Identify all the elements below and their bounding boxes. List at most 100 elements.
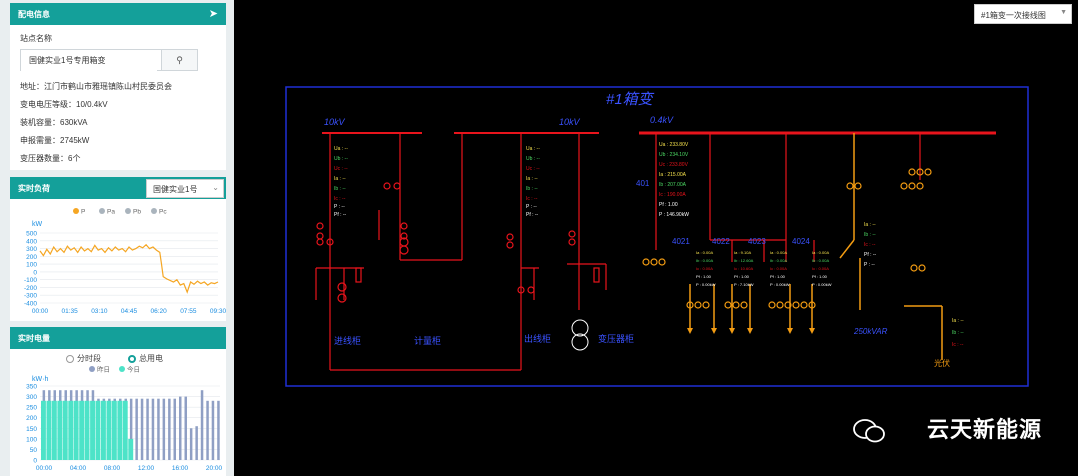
svg-text:Ic : --: Ic : -- <box>334 196 346 202</box>
bar-昨日 <box>129 398 133 460</box>
svg-text:Ia : 0.00A: Ia : 0.00A <box>770 250 787 255</box>
svg-text:Ic : 10.60A: Ic : 10.60A <box>734 266 753 271</box>
pv-label: 光伏 <box>934 358 950 368</box>
svg-text:Ib : 207.00A: Ib : 207.00A <box>659 182 687 188</box>
search-button[interactable]: ⚲ <box>161 50 197 70</box>
chevron-down-icon: ▼ <box>1060 9 1067 16</box>
feeder-meter-1: Ia : 0.00A Ib : 0.00A Ic : 0.00A Pf : 1.… <box>696 250 716 287</box>
bar-昨日 <box>195 426 198 460</box>
legend-label: Pa <box>107 209 115 216</box>
x-tick-label: 01:35 <box>62 308 79 315</box>
bar-今日 <box>117 400 123 460</box>
y-tick-label: -400 <box>24 301 37 308</box>
station-name-label: 站点名称 <box>20 34 52 43</box>
lv-orange-wiring <box>689 133 943 360</box>
legend-label: P <box>81 209 85 216</box>
diagram-title: #1箱变 <box>606 91 655 108</box>
bar-今日 <box>68 400 74 460</box>
realtime-energy-header: 实时电量 <box>10 327 226 349</box>
feeder-meter-2: Ia : 9.10A Ib : 12.60A Ic : 10.60A Pf : … <box>734 250 754 287</box>
svg-text:Uc : --: Uc : -- <box>334 166 348 172</box>
breaker-label-401: 401 <box>636 179 650 188</box>
svg-text:P : --: P : -- <box>864 262 875 268</box>
legend-label: 今日 <box>127 365 140 374</box>
y-tick-label: -200 <box>24 285 37 292</box>
svg-text:Pf : 1.00: Pf : 1.00 <box>696 274 712 279</box>
bar-昨日 <box>135 398 138 460</box>
radio-selected-icon <box>128 354 136 363</box>
x-tick-label: 08:00 <box>104 465 121 472</box>
mode-radio-total[interactable]: 总用电 <box>128 353 163 364</box>
bar-昨日 <box>206 400 209 460</box>
y-tick-label: -100 <box>24 277 37 284</box>
svg-text:Ua : --: Ua : -- <box>526 146 540 152</box>
svg-text:Ua : --: Ua : -- <box>334 146 348 152</box>
svg-text:Ia : --: Ia : -- <box>526 176 538 182</box>
bus-label-04kv: 0.4kV <box>650 115 674 125</box>
legend-marker <box>99 208 105 214</box>
svg-text:Ic : --: Ic : -- <box>952 342 964 348</box>
y-tick-label: 300 <box>26 394 37 401</box>
svg-text:Ib : 0.00A: Ib : 0.00A <box>696 258 713 263</box>
svg-text:P : 0.00kW: P : 0.00kW <box>770 282 790 287</box>
realtime-load-title: 实时负荷 <box>18 184 50 193</box>
feeder-meter-4: Ia : 0.00A Ib : 0.00A Ic : 0.00A Pf : 1.… <box>812 250 832 287</box>
bar-今日 <box>62 400 68 460</box>
cabinet-label-transformer: 变压器柜 <box>598 333 634 344</box>
legend-label: Pb <box>133 209 141 216</box>
x-tick-label: 00:00 <box>32 308 49 315</box>
capacitor-meter: Ia : -- Ib : -- Ic : -- Pf : -- P : -- <box>864 222 877 268</box>
search-icon: ⚲ <box>176 55 183 65</box>
y-tick-label: 150 <box>26 426 37 433</box>
svg-text:Ib : 12.60A: Ib : 12.60A <box>734 258 754 263</box>
breaker-label-4022: 4022 <box>712 237 730 246</box>
bar-今日 <box>46 400 52 460</box>
svg-text:Ib : --: Ib : -- <box>334 186 346 192</box>
radio-icon <box>66 354 74 363</box>
y-tick-label: 0 <box>33 269 37 276</box>
station-name-input[interactable] <box>21 50 157 71</box>
bar-昨日 <box>200 390 204 460</box>
mode-radio-period[interactable]: 分时段 <box>66 353 101 364</box>
bar-今日 <box>84 400 90 460</box>
transformer-icon <box>571 319 589 337</box>
svg-text:Ub : --: Ub : -- <box>526 156 540 162</box>
send-icon[interactable]: ➤ <box>208 8 218 20</box>
svg-text:Pf : 1.00: Pf : 1.00 <box>659 202 678 208</box>
svg-text:Ib : --: Ib : -- <box>864 232 876 238</box>
svg-text:Ia : --: Ia : -- <box>334 176 346 182</box>
svg-text:Ia : 0.00A: Ia : 0.00A <box>812 250 829 255</box>
sidebar: 配电信息 ➤ 站点名称 ⚲ 地址：江门市鹤山市雅瑶镇陈山村民委员会 变电电压等级… <box>0 0 234 476</box>
bar-昨日 <box>157 398 160 460</box>
station-search: ⚲ <box>20 49 198 71</box>
bar-今日 <box>101 400 106 460</box>
hv-symbols <box>316 182 600 303</box>
cabinet-label-outgoing: 出线柜 <box>524 333 551 344</box>
bar-今日 <box>41 400 46 460</box>
x-tick-label: 07:55 <box>180 308 197 315</box>
legend-marker <box>119 366 125 372</box>
station-voltage: 变电电压等级：10/0.4kV <box>20 100 108 109</box>
lv-main-meter: Ua : 233.80V Ub : 234.10V Uc : 233.80V I… <box>659 142 689 218</box>
lv-ct-symbols <box>642 168 932 309</box>
breaker-label-4024: 4024 <box>792 237 810 246</box>
y-tick-label: 50 <box>30 447 38 454</box>
station-info-header: 配电信息 ➤ <box>10 3 226 25</box>
diagram-select[interactable]: #1箱变一次接线图 ▼ <box>974 4 1072 24</box>
svg-text:Pf : --: Pf : -- <box>334 212 347 218</box>
load-station-select[interactable]: 国健实业1号 ⌄ <box>146 179 224 198</box>
bus-label-10kv-1: 10kV <box>324 117 346 127</box>
svg-text:Ic : 0.00A: Ic : 0.00A <box>696 266 713 271</box>
pv-meter: Ia : -- Ib : -- Ic : -- <box>952 318 964 348</box>
bar-昨日 <box>189 428 193 460</box>
wiring-diagram-area: #1箱变一次接线图 ▼ #1箱变 10kV 10kV 0.4kV <box>234 0 1078 476</box>
hv-wiring <box>315 133 607 371</box>
hv-meter-2: Ua : -- Ub : -- Uc : -- Ia : -- Ib : -- … <box>526 146 540 218</box>
wechat-icon <box>853 419 885 443</box>
y-tick-label: 100 <box>26 436 37 443</box>
bar-昨日 <box>162 398 166 460</box>
y-tick-label: 250 <box>26 405 37 412</box>
